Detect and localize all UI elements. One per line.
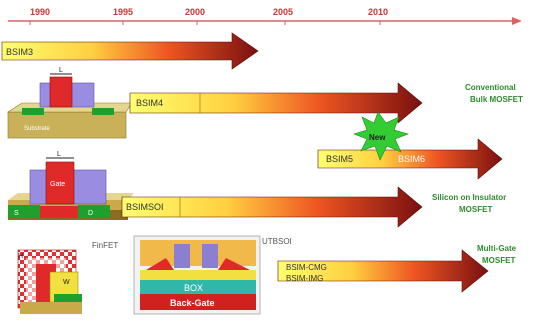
year-1995: 1995 — [113, 7, 133, 17]
bsim-cmg-label: BSIM-CMG — [286, 263, 327, 272]
utbsoi-label: UTBSOI — [262, 237, 292, 246]
bsim4-arrow: BSIM4 — [129, 82, 423, 124]
soi-category: Silicon on Insulator MOSFET — [432, 193, 506, 214]
soi-category-line1: Silicon on Insulator — [432, 193, 506, 202]
bsim3-label: BSIM3 — [6, 47, 33, 57]
bulk-category-line1: Conventional — [465, 83, 516, 92]
multigate-category: Multi-Gate MOSFET — [477, 244, 517, 265]
soi-drain-label: D — [88, 210, 93, 217]
bulk-category: Conventional Bulk MOSFET — [465, 83, 523, 104]
backgate-label: Back-Gate — [170, 298, 215, 308]
bulk-category-line2: Bulk MOSFET — [470, 95, 523, 104]
bsim-cmg-img-arrow: BSIM-CMG BSIM-IMG — [277, 249, 489, 293]
bsimsoi-label: BSIMSOI — [126, 202, 164, 212]
bsim4-label: BSIM4 — [136, 98, 163, 108]
bsimsoi-arrow: BSIMSOI — [121, 186, 423, 228]
new-badge: New — [353, 111, 409, 161]
soi-gate-label: Gate — [50, 181, 65, 188]
year-2010: 2010 — [368, 7, 388, 17]
box-label: BOX — [184, 283, 203, 293]
year-2005: 2005 — [273, 7, 293, 17]
new-badge-text: New — [369, 133, 386, 142]
finfet-h-label: H — [18, 253, 23, 260]
soi-mosfet-device: L Gate S D — [8, 151, 134, 220]
bulk-mosfet-device: L Substrate — [6, 67, 133, 139]
multigate-category-line1: Multi-Gate — [477, 244, 517, 253]
bsim6-label: BSIM6 — [398, 154, 425, 164]
finfet-label: FinFET — [92, 241, 118, 250]
year-1990: 1990 — [30, 7, 50, 17]
bulk-substrate-label: Substrate — [24, 126, 50, 132]
soi-source-label: S — [14, 210, 19, 217]
utbsoi-device: BOX Back-Gate UTBSOI — [133, 235, 292, 315]
soi-gate-length-label: L — [57, 151, 61, 158]
soi-category-line2: MOSFET — [459, 205, 492, 214]
timeline: 1990 1995 2000 2005 2010 — [8, 7, 522, 25]
finfet-w-label: W — [63, 279, 70, 286]
timeline-arrowhead — [512, 17, 522, 25]
year-2000: 2000 — [185, 7, 205, 17]
finfet-device: H W FinFET — [17, 241, 118, 314]
bsim3-arrow: BSIM3 — [1, 32, 259, 70]
bsim-img-label: BSIM-IMG — [286, 274, 323, 283]
bsim5-bsim6-arrow: BSIM5 BSIM6 — [317, 138, 503, 180]
multigate-category-line2: MOSFET — [482, 256, 515, 265]
bsim5-label: BSIM5 — [326, 154, 353, 164]
bulk-gate-length-label: L — [59, 67, 63, 74]
